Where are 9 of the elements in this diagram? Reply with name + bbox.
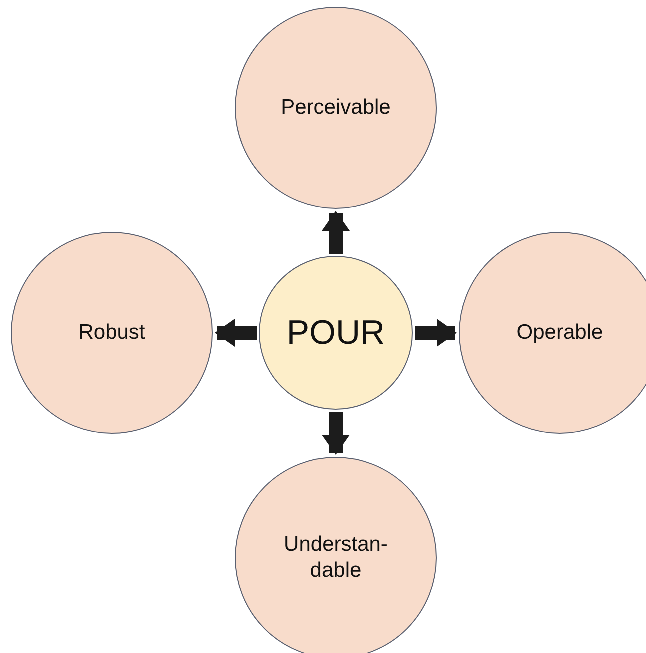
circle-label: POUR — [286, 312, 386, 354]
block-arrow — [215, 319, 257, 347]
circle-label: Perceivable — [281, 94, 391, 121]
circle-label: Robust — [78, 320, 146, 346]
block-arrow — [322, 211, 350, 254]
block-arrow — [322, 412, 350, 455]
circle-label: Understan- dable — [283, 532, 389, 584]
block-arrow — [415, 319, 457, 347]
circle-label: Operable — [516, 320, 604, 346]
